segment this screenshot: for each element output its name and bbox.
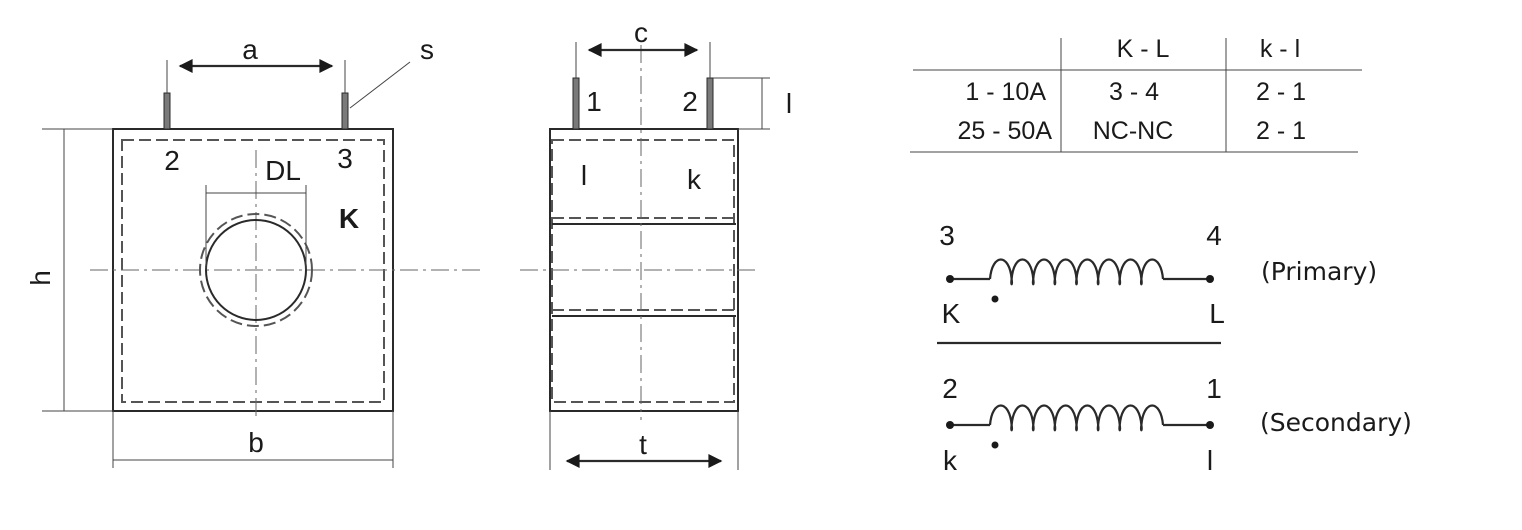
- side-terminal-left: [572, 77, 580, 130]
- primary-coil: [988, 258, 1165, 286]
- a-label: a: [242, 34, 258, 65]
- secondary-terminal-dot-right: [1206, 421, 1214, 429]
- s-label: s: [420, 34, 434, 65]
- secondary-terminal-letter-right: l: [1207, 445, 1213, 476]
- front-inner-dashed: [121, 139, 385, 403]
- table-header-cell: k - l: [1260, 35, 1300, 63]
- dl-label: DL: [265, 155, 301, 186]
- front-terminal-left: [163, 92, 171, 130]
- table-cell: NC-NC: [1093, 117, 1174, 145]
- primary-terminal-number-left: 3: [939, 220, 955, 251]
- primary-caption: (Primary): [1261, 257, 1377, 286]
- secondary-terminal-number-left: 2: [942, 373, 958, 404]
- secondary-terminal-dot-left: [946, 421, 954, 429]
- winding-schematic: 3 4 K L (Primary) 2 1 k l (Secondary): [937, 220, 1412, 476]
- side-terminal-right: [706, 77, 714, 130]
- secondary-coil: [988, 404, 1165, 432]
- b-label: b: [248, 427, 264, 458]
- side-terminal-label-right: 2: [682, 86, 698, 117]
- side-secondary-label-right: k: [687, 164, 702, 195]
- l-label: l: [786, 88, 792, 119]
- front-view: DL a s 2 3 K h b: [25, 34, 480, 468]
- terminal-table: K - L k - l 1 - 10A 3 - 4 2 - 1 25 - 50A…: [910, 35, 1362, 153]
- table-cell: 2 - 1: [1256, 117, 1306, 145]
- front-hole-dashed: [199, 213, 313, 327]
- table-cell: 1 - 10A: [965, 78, 1046, 106]
- primary-terminal-letter-right: L: [1209, 298, 1225, 329]
- primary-terminal-number-right: 4: [1206, 220, 1222, 251]
- secondary-terminal-letter-left: k: [943, 445, 958, 476]
- side-inner-dashed: [551, 139, 735, 403]
- t-label: t: [639, 429, 647, 460]
- side-view: c l 1 2 l k t: [520, 17, 792, 470]
- table-cell: 2 - 1: [1256, 78, 1306, 106]
- front-terminal-label-left: 2: [164, 145, 180, 176]
- primary-polarity-dot: [991, 295, 999, 303]
- primary-terminal-dot-left: [946, 275, 954, 283]
- front-terminal-right: [341, 92, 349, 130]
- primary-terminal-letter-left: K: [942, 298, 961, 329]
- side-terminal-label-left: 1: [586, 86, 602, 117]
- side-secondary-label-left: l: [581, 160, 587, 191]
- table-cell: 25 - 50A: [957, 117, 1052, 145]
- c-label: c: [634, 17, 648, 48]
- table-header-cell: K - L: [1117, 35, 1170, 63]
- h-label: h: [25, 270, 56, 286]
- secondary-polarity-dot: [991, 441, 999, 449]
- front-primary-mark: K: [339, 203, 359, 234]
- secondary-terminal-number-right: 1: [1206, 373, 1222, 404]
- secondary-caption: (Secondary): [1260, 408, 1412, 437]
- s-leader: [349, 61, 411, 109]
- table-cell: 3 - 4: [1109, 78, 1159, 106]
- front-terminal-label-right: 3: [337, 143, 353, 174]
- primary-terminal-dot-right: [1206, 275, 1214, 283]
